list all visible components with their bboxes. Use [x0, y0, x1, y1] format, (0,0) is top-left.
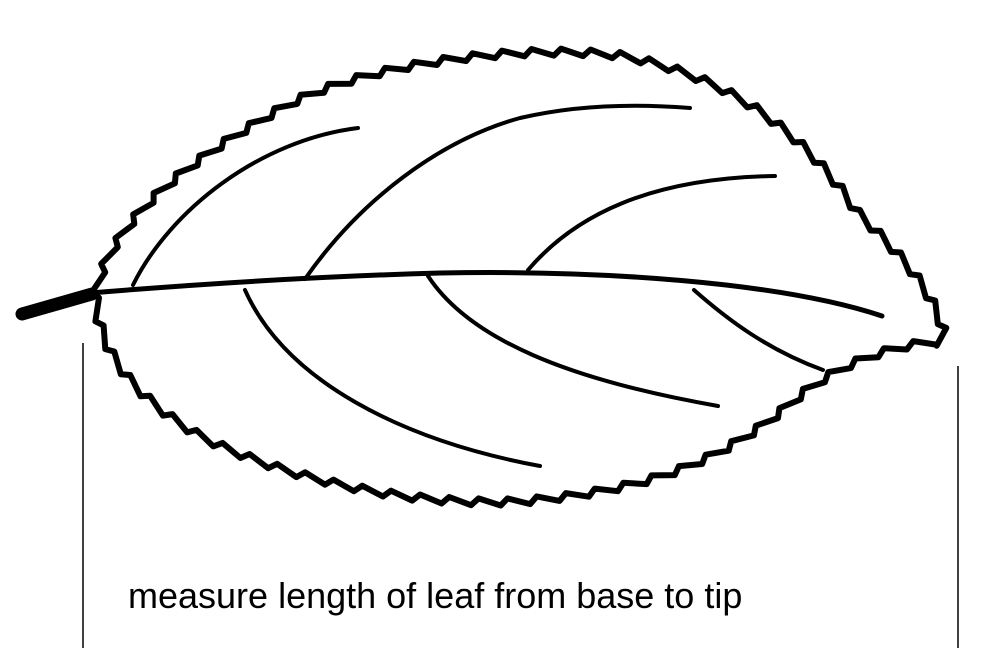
- leaf-vein-upper-1: [131, 126, 360, 287]
- figure-caption: measure length of leaf from base to tip: [128, 575, 743, 616]
- leaf-outline: [89, 45, 950, 509]
- leaf-vein-lower-3: [692, 288, 825, 372]
- leaf-vein-lower-1: [243, 288, 542, 468]
- leaf-vein-lower-2: [426, 274, 720, 408]
- leaf-vein-upper-2: [303, 103, 692, 281]
- leaf-vein-upper-3: [526, 174, 777, 272]
- leaf-petiole: [15, 287, 99, 321]
- leaf-midrib: [87, 270, 885, 319]
